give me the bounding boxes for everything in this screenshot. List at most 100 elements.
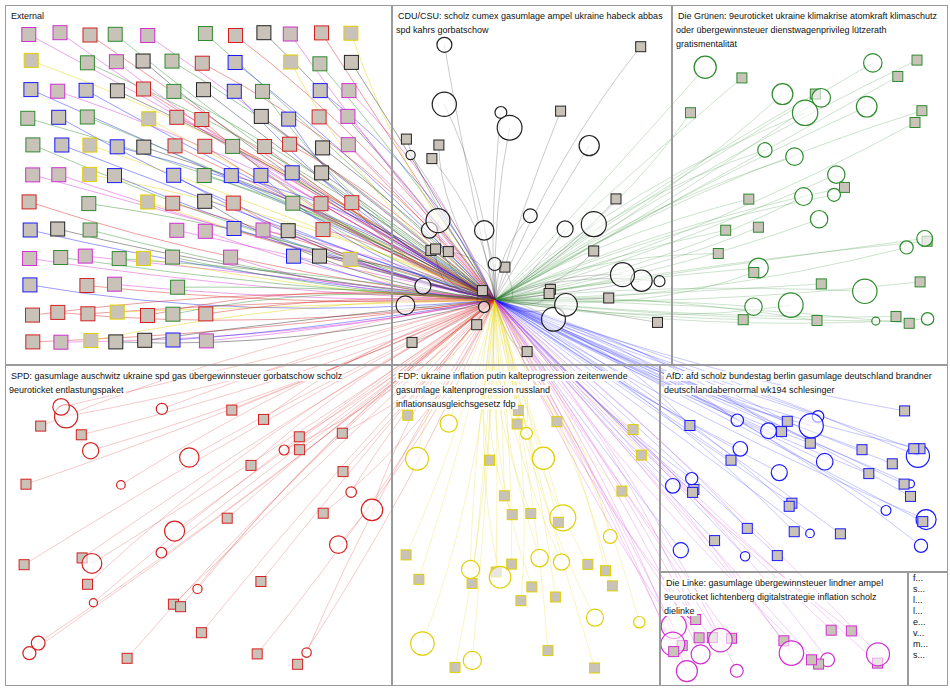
network-vertex [758, 143, 772, 157]
avatar-icon [80, 110, 94, 124]
network-vertex [779, 293, 804, 318]
avatar-icon [742, 523, 752, 533]
group-panel: FDP: ukraine inflation putin kalteprogre… [392, 365, 660, 686]
network-link [90, 145, 495, 300]
truncated-heading: e... [911, 617, 928, 628]
network-vertex [426, 209, 450, 233]
truncated-heading: l... [911, 606, 925, 617]
network-vertex [730, 664, 743, 677]
avatar-icon [198, 27, 212, 41]
network-link [177, 230, 495, 300]
network-link [495, 230, 726, 300]
network-vertex [531, 549, 548, 566]
avatar-icon [196, 628, 206, 638]
heading-wrap: SPD: gasumlage auschwitz ukraine spd gas… [9, 368, 388, 396]
network-vertex [676, 661, 697, 682]
avatar-icon [23, 223, 37, 237]
network-link [495, 113, 691, 300]
group-heading: FDP: ukraine inflation putin kalteprogre… [396, 371, 628, 409]
network-vertex [553, 554, 569, 570]
network-vertex [479, 301, 490, 312]
avatar-icon [628, 425, 638, 435]
network-vertex [83, 443, 99, 459]
heading-wrap: External [9, 8, 388, 22]
network-link [298, 300, 495, 664]
avatar-icon [22, 195, 36, 209]
avatar-icon [553, 517, 563, 527]
network-vertex [415, 278, 431, 294]
network-link [338, 300, 495, 545]
truncated-heading: m... [911, 639, 930, 650]
avatar-icon [137, 251, 151, 265]
avatar-icon [83, 138, 97, 152]
network-vertex [532, 447, 554, 469]
avatar-icon [552, 417, 562, 427]
network-vertex [156, 547, 167, 558]
network-vertex [856, 96, 877, 117]
network-vertex [440, 415, 457, 432]
avatar-icon [485, 455, 495, 465]
network-link [198, 300, 496, 589]
avatar-icon [199, 307, 213, 321]
avatar-icon [24, 83, 38, 97]
network-vertex [437, 37, 452, 52]
avatar-icon [550, 592, 560, 602]
network-vertex [772, 84, 793, 105]
avatar-icon [744, 194, 754, 204]
network-link [495, 111, 922, 300]
avatar-icon [343, 252, 357, 266]
network-link [495, 77, 898, 301]
avatar-icon [21, 111, 35, 125]
network-link [444, 104, 495, 300]
network-link [31, 60, 495, 300]
network-link [33, 145, 495, 300]
avatar-icon [636, 42, 646, 52]
avatar-icon [195, 113, 209, 127]
avatar-icon [522, 347, 532, 357]
avatar-icon [283, 137, 297, 151]
network-vertex [709, 628, 733, 652]
heading-wrap: Die Grünen: 9euroticket ukraine klimakri… [676, 8, 944, 50]
avatar-icon [229, 29, 243, 43]
network-link [495, 300, 595, 618]
avatar-icon [543, 646, 553, 656]
network-link [495, 300, 682, 646]
group-panel: SPD: gasumlage auschwitz ukraine spd gas… [5, 365, 392, 686]
avatar-icon [36, 421, 46, 431]
avatar-icon [414, 574, 424, 584]
heading-wrap: AfD: afd scholz bundestag berlin gasumla… [664, 368, 944, 396]
avatar-icon [512, 419, 522, 429]
avatar-icon [891, 312, 901, 322]
group-panel: AfD: afd scholz bundestag berlin gasumla… [660, 365, 948, 572]
network-vertex [488, 258, 501, 271]
network-vertex [779, 641, 803, 665]
network-link [234, 91, 495, 300]
avatar-icon [607, 581, 617, 591]
avatar-icon [54, 335, 68, 349]
avatar-icon [526, 509, 536, 519]
network-link [233, 146, 495, 300]
avatar-icon [556, 106, 566, 116]
avatar-icon [228, 56, 242, 70]
avatar-icon [138, 333, 152, 347]
avatar-icon [401, 550, 411, 560]
network-link [62, 145, 495, 300]
avatar-icon [259, 414, 269, 424]
group-heading: AfD: afd scholz bundestag berlin gasumla… [664, 371, 932, 395]
network-link [86, 90, 495, 300]
network-link [29, 300, 495, 653]
avatar-icon [669, 647, 679, 657]
avatar-icon [710, 536, 720, 546]
network-link [117, 91, 495, 300]
avatar-icon [166, 250, 180, 264]
avatar-icon [590, 663, 600, 673]
avatar-icon [54, 251, 68, 265]
network-vertex [361, 499, 382, 520]
network-link [172, 61, 495, 300]
network-link [495, 219, 819, 300]
network-vertex [921, 313, 933, 325]
avatar-icon [26, 335, 40, 349]
network-link [495, 300, 812, 660]
network-link [115, 176, 496, 300]
network-vertex [761, 423, 777, 439]
